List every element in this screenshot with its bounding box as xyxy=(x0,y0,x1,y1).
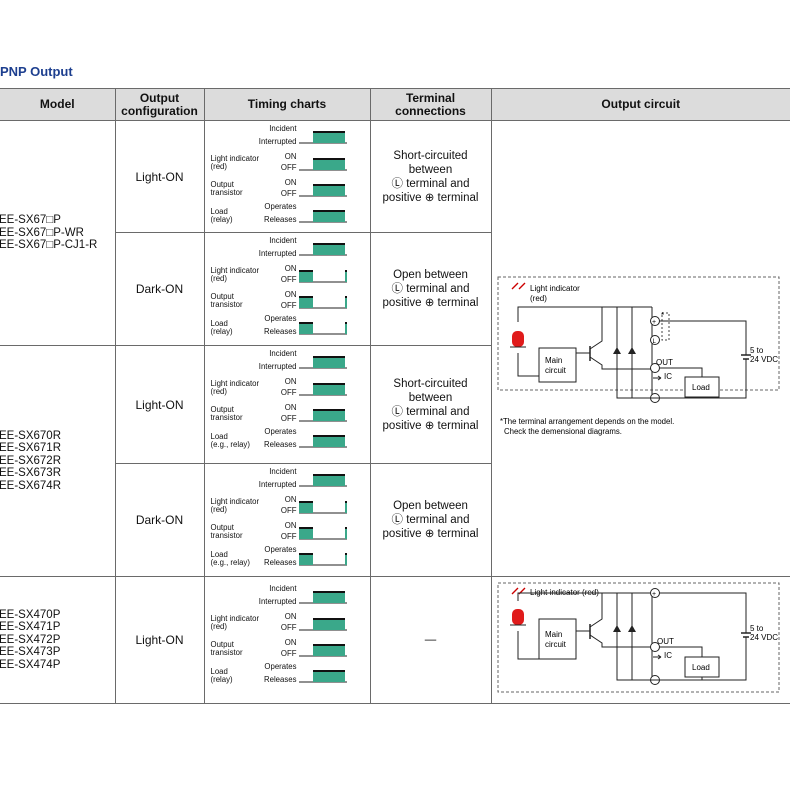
svg-text:Main: Main xyxy=(545,356,562,365)
waveform-pulse xyxy=(312,357,345,368)
header-timing-charts: Timing charts xyxy=(204,88,371,121)
svg-text:Load: Load xyxy=(692,663,710,672)
led-icon xyxy=(511,609,524,625)
section-title: PNP Output xyxy=(0,64,73,79)
svg-text:+: + xyxy=(652,591,656,598)
svg-text:IC: IC xyxy=(664,651,672,660)
svg-text:*The terminal arrangement depe: *The terminal arrangement depends on the… xyxy=(500,417,674,426)
output-circuit-diagram-2: Light indicator (red) Main circuit + xyxy=(497,582,779,693)
svg-text:circuit: circuit xyxy=(545,640,567,649)
waveform-pulse xyxy=(312,475,345,486)
svg-text:Light indicator: Light indicator xyxy=(530,284,580,293)
led-icon xyxy=(511,331,524,347)
waveform-pulse xyxy=(312,619,345,630)
svg-text:Main: Main xyxy=(545,630,562,639)
waveform-pulse xyxy=(312,159,345,170)
waveform-pulse xyxy=(298,323,313,334)
waveform-pulse xyxy=(298,271,313,282)
svg-text:24 VDC: 24 VDC xyxy=(750,633,778,642)
waveform-pulse xyxy=(344,323,347,334)
waveform-pulse xyxy=(312,410,345,421)
output-config: Light-ON xyxy=(115,576,205,704)
waveform-pulse xyxy=(344,502,347,513)
timing-waveforms xyxy=(298,243,347,335)
waveform-pulse xyxy=(344,554,347,565)
svg-text:L: L xyxy=(652,339,656,345)
header-model: Model xyxy=(0,88,116,121)
output-config: Dark-ON xyxy=(115,232,205,346)
output-config: Light-ON xyxy=(115,120,205,233)
waveform-pulse xyxy=(344,271,347,282)
svg-text:IC: IC xyxy=(664,372,672,381)
waveform-pulse xyxy=(344,528,347,539)
header-output-circuit: Output circuit xyxy=(491,88,790,121)
svg-text:Load: Load xyxy=(692,383,710,392)
output-config: Dark-ON xyxy=(115,463,205,577)
waveform-pulse xyxy=(298,554,313,565)
timing-waveforms xyxy=(298,131,347,223)
svg-text:*: * xyxy=(661,311,664,320)
terminal-connection: — xyxy=(370,576,492,704)
waveform-pulse xyxy=(312,384,345,395)
svg-text:Check the demensional diagrams: Check the demensional diagrams. xyxy=(504,427,622,436)
light-rays-icon xyxy=(511,282,525,290)
output-circuit-diagram-1: Light indicator (red) Main circuit xyxy=(497,276,779,436)
waveform-pulse xyxy=(312,244,345,255)
svg-text:24 VDC: 24 VDC xyxy=(750,355,778,364)
waveform-pulse xyxy=(298,297,313,308)
svg-text:OUT: OUT xyxy=(656,358,673,367)
waveform-pulse xyxy=(312,436,345,447)
waveform-pulse xyxy=(312,211,345,222)
svg-text:5 to: 5 to xyxy=(750,624,764,633)
svg-text:circuit: circuit xyxy=(545,366,567,375)
waveform-pulse xyxy=(312,645,345,656)
output-circuit-cell: Light indicator (red) Main circuit + xyxy=(491,576,790,704)
waveform-pulse xyxy=(298,502,313,513)
waveform-pulse xyxy=(312,185,345,196)
waveform-pulse xyxy=(298,528,313,539)
waveform-pulse xyxy=(312,592,345,603)
output-circuit-cell: Light indicator (red) Main circuit xyxy=(491,120,790,577)
timing-waveforms xyxy=(298,591,347,683)
output-config: Light-ON xyxy=(115,345,205,464)
svg-text:5 to: 5 to xyxy=(750,346,764,355)
waveform-pulse xyxy=(344,297,347,308)
timing-waveforms xyxy=(298,356,347,448)
svg-text:(red): (red) xyxy=(530,294,547,303)
waveform-pulse xyxy=(312,132,345,143)
svg-text:+: + xyxy=(652,319,656,326)
waveform-pulse xyxy=(312,671,345,682)
timing-waveforms xyxy=(298,474,347,566)
svg-text:OUT: OUT xyxy=(657,637,674,646)
